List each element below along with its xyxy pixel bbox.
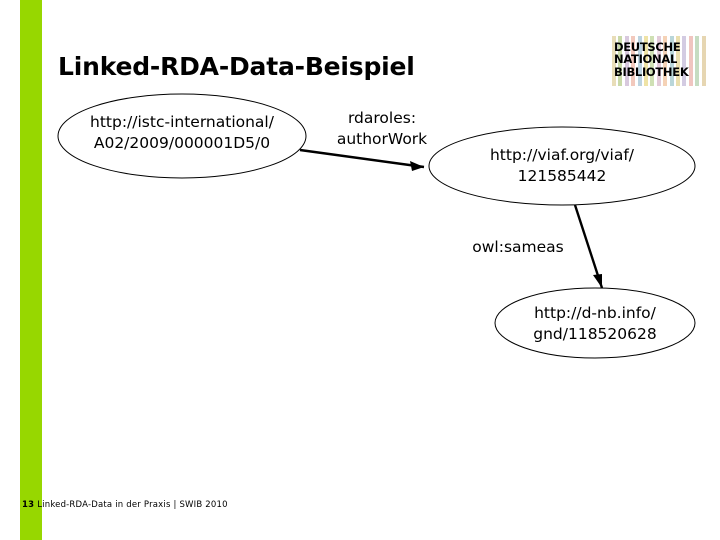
logo-stripe xyxy=(692,36,696,86)
logo-stripe xyxy=(656,36,661,86)
node-istc-line-2: A02/2009/000001D5/0 xyxy=(93,134,271,152)
node-istc-label: http://istc-international/ A02/2009/0000… xyxy=(60,112,304,154)
edge-author-work xyxy=(299,148,425,171)
logo-stripe xyxy=(622,36,625,86)
logo-stripes xyxy=(612,36,709,86)
logo-stripe xyxy=(635,36,638,86)
logo-stripe xyxy=(682,36,687,86)
logo-stripe xyxy=(624,36,629,86)
logo-line-1: DEUTSCHE xyxy=(614,40,681,54)
page-title: Linked-RDA-Data-Beispiel xyxy=(58,52,415,81)
logo-stripe xyxy=(701,36,706,86)
node-istc-line-1: http://istc-international/ xyxy=(90,113,274,131)
dnb-logo: DEUTSCHE NATIONAL BIBLIOTHEK xyxy=(612,36,709,86)
node-viaf-line-2: 121585442 xyxy=(517,167,607,185)
logo-stripe xyxy=(612,36,616,86)
node-istc[interactable] xyxy=(57,93,307,179)
logo-stripe xyxy=(618,36,623,86)
accent-bar xyxy=(20,0,42,540)
node-viaf-label: http://viaf.org/viaf/ 121585442 xyxy=(432,145,692,187)
edge-same-as xyxy=(573,204,604,289)
footer-text: Linked-RDA-Data in der Praxis | SWIB 201… xyxy=(37,500,228,510)
logo-stripe xyxy=(644,36,648,86)
node-viaf[interactable] xyxy=(428,126,696,206)
logo-stripe xyxy=(669,36,674,86)
logo-stripe xyxy=(615,36,619,86)
node-gnd[interactable] xyxy=(494,287,696,359)
edge-author-work-label: rdaroles: authorWork xyxy=(320,108,444,150)
logo-stripe xyxy=(663,36,668,86)
logo-stripe xyxy=(654,36,657,86)
logo-stripe xyxy=(631,36,636,86)
logo-stripe xyxy=(680,36,683,86)
logo-stripe xyxy=(667,36,670,86)
logo-line-2: NATIONAL xyxy=(614,52,677,67)
logo-stripe xyxy=(628,36,632,86)
footer-page-number: 13 xyxy=(22,500,35,510)
node-gnd-label: http://d-nb.info/ gnd/118520628 xyxy=(498,303,692,345)
edge-same-as-line-1: owl:sameas xyxy=(472,238,564,256)
logo-stripe xyxy=(676,36,680,86)
edge-author-work-line-1: rdaroles: xyxy=(347,109,417,127)
logo-stripe xyxy=(647,36,651,86)
node-gnd-line-2: gnd/118520628 xyxy=(533,325,657,343)
logo-stripe xyxy=(686,36,689,86)
logo-stripe xyxy=(641,36,645,86)
logo-stripe xyxy=(695,36,700,86)
node-gnd-line-1: http://d-nb.info/ xyxy=(534,304,656,322)
logo-stripe xyxy=(660,36,664,86)
logo-stripe xyxy=(688,36,693,86)
logo-stripe xyxy=(650,36,655,86)
edge-same-as-label: owl:sameas xyxy=(448,237,588,258)
logo-wordmark: DEUTSCHE NATIONAL BIBLIOTHEK xyxy=(612,40,708,79)
logo-stripe xyxy=(705,36,709,86)
logo-line-3: BIBLIOTHEK xyxy=(614,64,689,79)
edge-author-work-line-2: authorWork xyxy=(336,130,428,148)
logo-stripe xyxy=(637,36,642,86)
node-viaf-line-1: http://viaf.org/viaf/ xyxy=(489,146,635,164)
logo-stripe xyxy=(673,36,677,86)
logo-stripe xyxy=(699,36,702,86)
